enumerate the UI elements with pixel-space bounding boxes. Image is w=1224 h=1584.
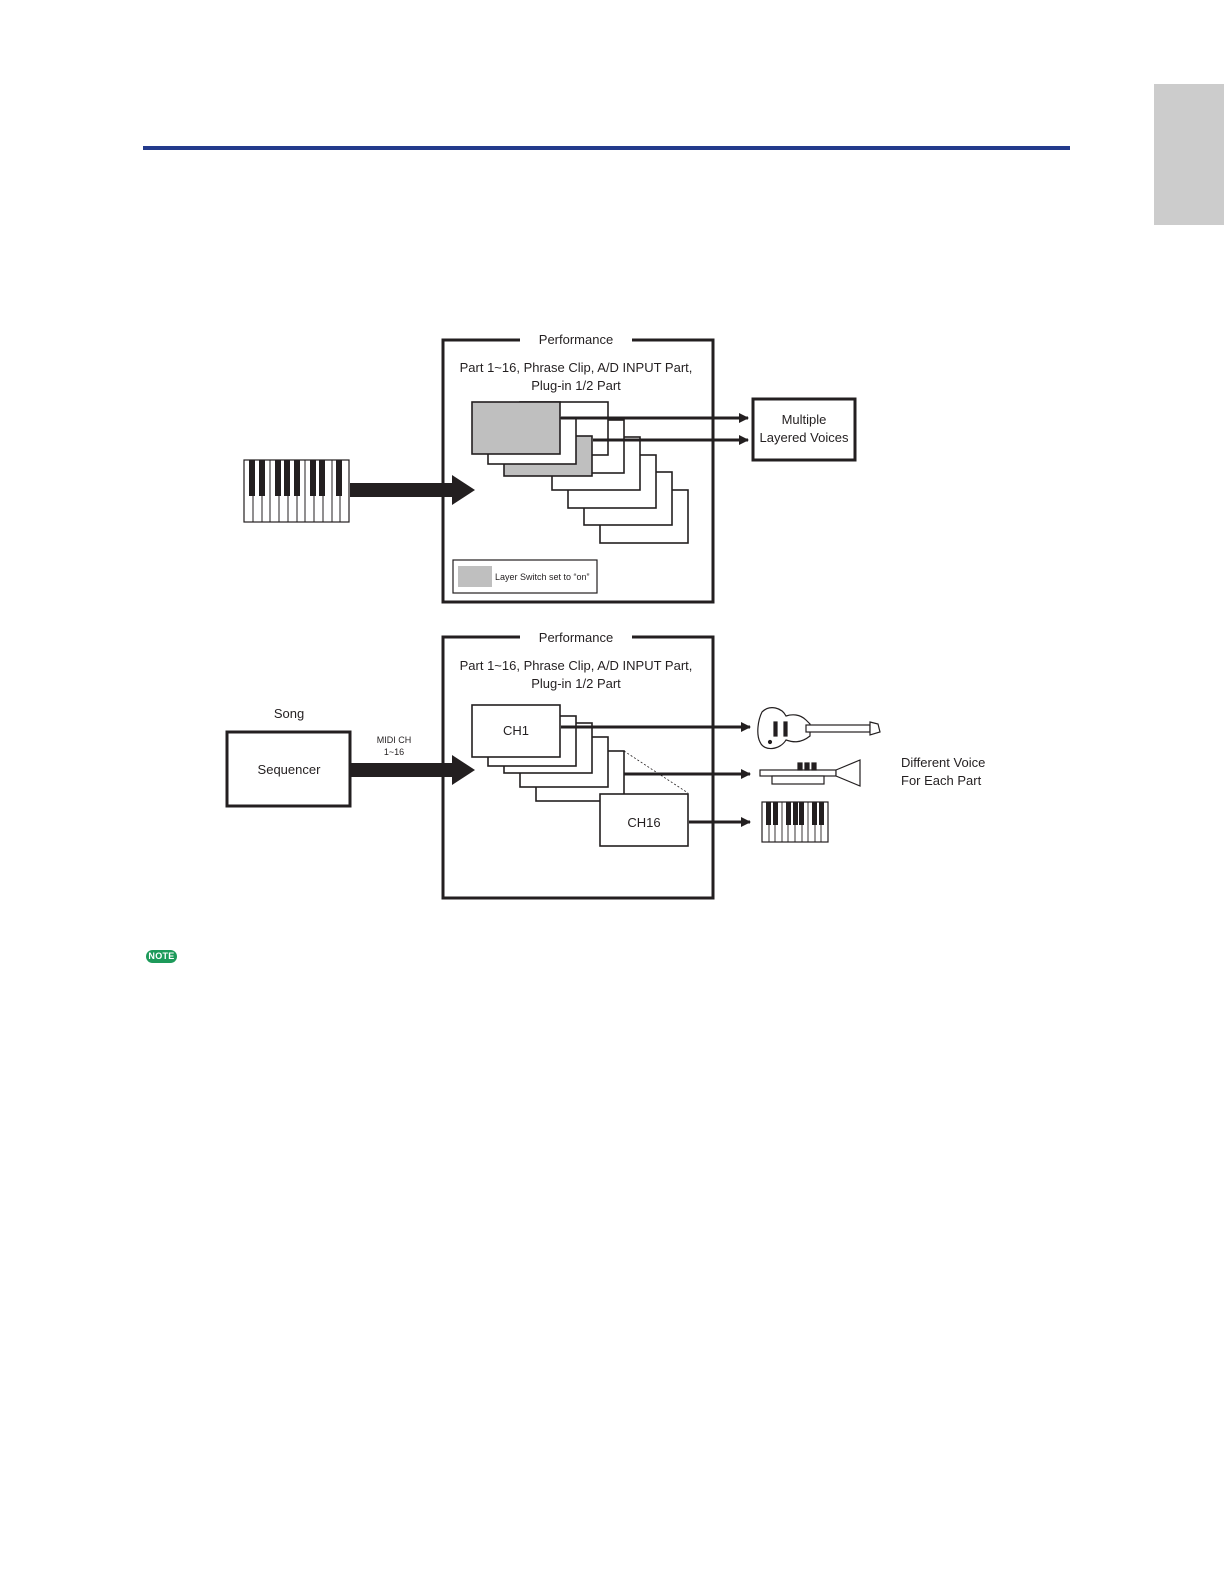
ch1-label: CH1 xyxy=(503,723,529,738)
different-voice-line2: For Each Part xyxy=(901,773,982,788)
parts-caption-line2-top: Plug-in 1/2 Part xyxy=(531,378,621,393)
layer-diagram: Performance Part 1~16, Phrase Clip, A/D … xyxy=(244,330,855,602)
performance-title-bottom: Performance xyxy=(539,630,613,645)
legend-label: Layer Switch set to “on” xyxy=(495,572,590,582)
parts-caption-line1-top: Part 1~16, Phrase Clip, A/D INPUT Part, xyxy=(460,360,693,375)
input-arrow-bottom xyxy=(350,755,475,785)
layered-voices-line1: Multiple xyxy=(782,412,827,427)
midi-channel-line2: 1~16 xyxy=(384,747,404,757)
trumpet-icon xyxy=(760,760,860,786)
performance-title-top: Performance xyxy=(539,332,613,347)
part-card-stack-top xyxy=(472,402,688,543)
parts-caption-line1-bottom: Part 1~16, Phrase Clip, A/D INPUT Part, xyxy=(460,658,693,673)
parts-caption-line2-bottom: Plug-in 1/2 Part xyxy=(531,676,621,691)
ch16-label: CH16 xyxy=(627,815,660,830)
input-arrow-top xyxy=(350,475,475,505)
layer-card-1 xyxy=(472,402,560,454)
keyboard-icon-output xyxy=(762,802,828,842)
legend-swatch xyxy=(458,566,492,587)
song-label: Song xyxy=(274,706,304,721)
note-badge: NOTE xyxy=(146,950,177,963)
sequencer-label: Sequencer xyxy=(258,762,322,777)
midi-channel-line1: MIDI CH xyxy=(377,735,412,745)
different-voice-line1: Different Voice xyxy=(901,755,985,770)
multitimbral-diagram: Performance Part 1~16, Phrase Clip, A/D … xyxy=(227,627,985,898)
layered-voices-line2: Layered Voices xyxy=(760,430,849,445)
keyboard-icon xyxy=(244,460,349,522)
guitar-icon xyxy=(758,708,880,749)
